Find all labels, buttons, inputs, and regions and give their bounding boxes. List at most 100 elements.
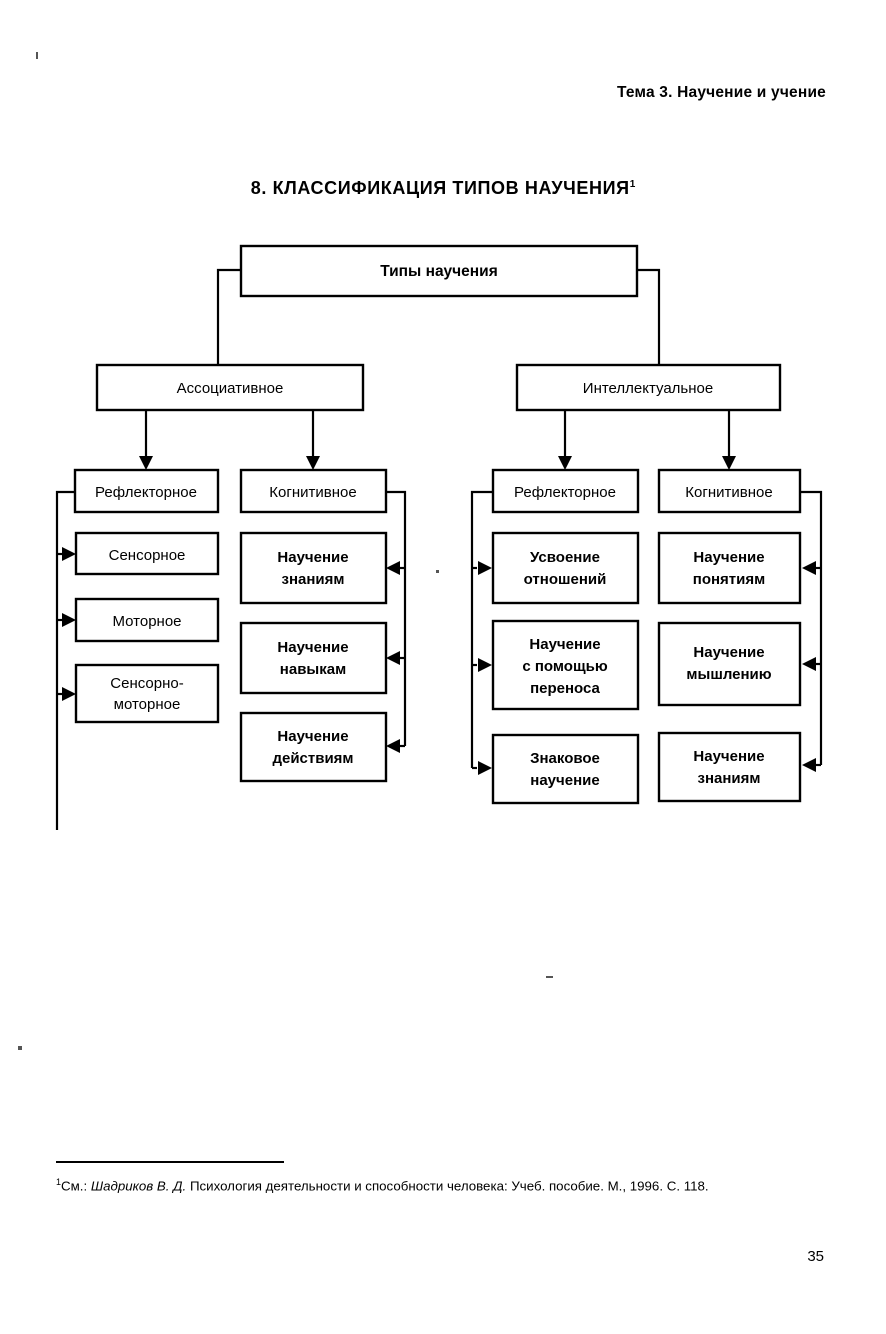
leaf-sensorimotor: Сенсорно- моторное [74, 663, 220, 724]
arrowhead-down-icon [306, 456, 320, 470]
footnote-separator [56, 1161, 284, 1163]
leaf-relations-line2: отношений [524, 571, 607, 588]
running-head: Тема 3. Научение и учение [617, 84, 826, 101]
leaf-learn-thinking-box [657, 621, 802, 707]
footnote: 1См.: Шадриков В. Д. Психология деятельн… [56, 1176, 831, 1196]
leaf-learn-knowledge-b-line2: знаниям [698, 770, 761, 787]
arrowhead-right-icon [478, 658, 492, 672]
leaf-learn-skills-line2: навыкам [280, 661, 346, 678]
connector-bus-intel-cognitive [800, 490, 823, 772]
node-intel-reflex-box [491, 468, 640, 514]
leaf-learn-knowledge-a-box [239, 531, 388, 605]
leaf-sensory: Сенсорное [74, 531, 220, 576]
connector-intellectual-to-cognitive [722, 410, 736, 470]
leaf-sign-learning: Знаковое научение [491, 733, 640, 805]
leaf-relations: Усвоение отношений [491, 531, 640, 605]
leaf-learn-skills-box [239, 621, 388, 695]
arrowhead-left-icon [386, 651, 400, 665]
node-intel-cognitive-box [657, 468, 802, 514]
connector-bus-assoc-cognitive [386, 490, 407, 753]
arrowhead-down-icon [558, 456, 572, 470]
page-title: 8. КЛАССИФИКАЦИЯ ТИПОВ НАУЧЕНИЯ1 [0, 178, 886, 199]
leaf-sensory-box [74, 531, 220, 576]
leaf-learn-actions-line2: действиям [272, 750, 353, 767]
footnote-rest: Психология деятельности и способности че… [186, 1178, 709, 1194]
leaf-motor: Моторное [74, 597, 220, 643]
node-intel-reflex: Рефлекторное [491, 468, 640, 514]
section-title-text: 8. КЛАССИФИКАЦИЯ ТИПОВ НАУЧЕНИЯ [250, 178, 630, 199]
node-intel-cognitive: Когнитивное [657, 468, 802, 514]
leaf-sign-learning-box [491, 733, 640, 805]
footnote-lead: См.: [61, 1178, 91, 1194]
arrowhead-right-icon [62, 613, 76, 627]
leaf-learn-knowledge-a-line2: знаниям [282, 571, 345, 588]
leaf-learn-concepts-line2: понятиям [693, 571, 765, 588]
title-footnote-marker: 1 [629, 179, 636, 191]
leaf-sensorimotor-box [74, 663, 220, 724]
leaf-learn-concepts-box [657, 531, 802, 605]
node-associative-box [95, 363, 365, 412]
leaf-motor-box [74, 597, 220, 643]
connector-bus-assoc-reflex [55, 490, 76, 830]
connector-associative-to-reflex [139, 410, 153, 470]
scan-speck [436, 570, 439, 573]
node-root-label: Типы научения [380, 263, 497, 280]
node-root: Типы научения [239, 244, 639, 298]
arrowhead-right-icon [62, 547, 76, 561]
footnote-marker: 1 [56, 1177, 62, 1187]
arrowhead-down-icon [139, 456, 153, 470]
leaf-relations-box [491, 531, 640, 605]
leaf-relations-line1: Усвоение [530, 549, 600, 566]
arrowhead-left-icon [802, 561, 816, 575]
leaf-sensory-label: Сенсорное [109, 547, 186, 564]
diagram-canvas: Типы научения Ассоциативное Интеллектуал… [55, 244, 823, 830]
leaf-learn-skills-line1: Научение [277, 639, 348, 656]
connector-intellectual-to-reflex [558, 410, 572, 470]
leaf-learn-concepts-line1: Научение [693, 549, 764, 566]
node-assoc-cognitive: Когнитивное [239, 468, 388, 514]
arrowhead-left-icon [386, 561, 400, 575]
leaf-transfer-line3: переноса [530, 680, 600, 697]
arrowhead-left-icon [386, 739, 400, 753]
arrowhead-left-icon [802, 657, 816, 671]
arrowhead-right-icon [62, 687, 76, 701]
leaf-learn-knowledge-b: Научение знаниям [657, 731, 802, 803]
leaf-transfer-line2: с помощью [522, 658, 607, 675]
leaf-learn-skills: Научение навыкам [239, 621, 388, 695]
leaf-learn-actions-box [239, 711, 388, 783]
node-associative: Ассоциативное [95, 363, 365, 412]
arrowhead-right-icon [478, 561, 492, 575]
footnote-author: Шадриков В. Д. [90, 1178, 187, 1194]
leaf-motor-label: Моторное [112, 613, 181, 630]
node-assoc-cognitive-label: Когнитивное [269, 484, 356, 501]
leaf-learn-thinking-line1: Научение [693, 644, 764, 661]
node-intellectual-box [515, 363, 782, 412]
leaf-transfer: Научение с помощью переноса [491, 619, 640, 711]
scan-speck [546, 976, 553, 978]
leaf-learn-knowledge-b-line1: Научение [693, 748, 764, 765]
leaf-learn-knowledge-b-box [657, 731, 802, 803]
node-intellectual: Интеллектуальное [515, 363, 782, 412]
leaf-sign-learning-line2: научение [530, 772, 599, 789]
arrowhead-right-icon [478, 761, 492, 775]
leaf-learn-actions-line1: Научение [277, 728, 348, 745]
leaf-learn-thinking: Научение мышлению [657, 621, 802, 707]
scan-speck [18, 1046, 22, 1050]
node-intellectual-label: Интеллектуальное [583, 380, 713, 397]
node-associative-label: Ассоциативное [177, 380, 284, 397]
leaf-sensorimotor-label-line2: моторное [114, 696, 181, 713]
leaf-learn-actions: Научение действиям [239, 711, 388, 783]
node-intel-cognitive-label: Когнитивное [685, 484, 772, 501]
page-number: 35 [807, 1248, 824, 1265]
node-assoc-reflex-box [73, 468, 220, 514]
leaf-transfer-box [491, 619, 640, 711]
scan-speck [36, 52, 38, 59]
arrowhead-left-icon [802, 758, 816, 772]
node-assoc-reflex: Рефлекторное [73, 468, 220, 514]
node-intel-reflex-label: Рефлекторное [514, 484, 616, 501]
node-assoc-reflex-label: Рефлекторное [95, 484, 197, 501]
leaf-transfer-line1: Научение [529, 636, 600, 653]
leaf-sign-learning-line1: Знаковое [530, 750, 600, 767]
leaf-learn-knowledge-a-line1: Научение [277, 549, 348, 566]
